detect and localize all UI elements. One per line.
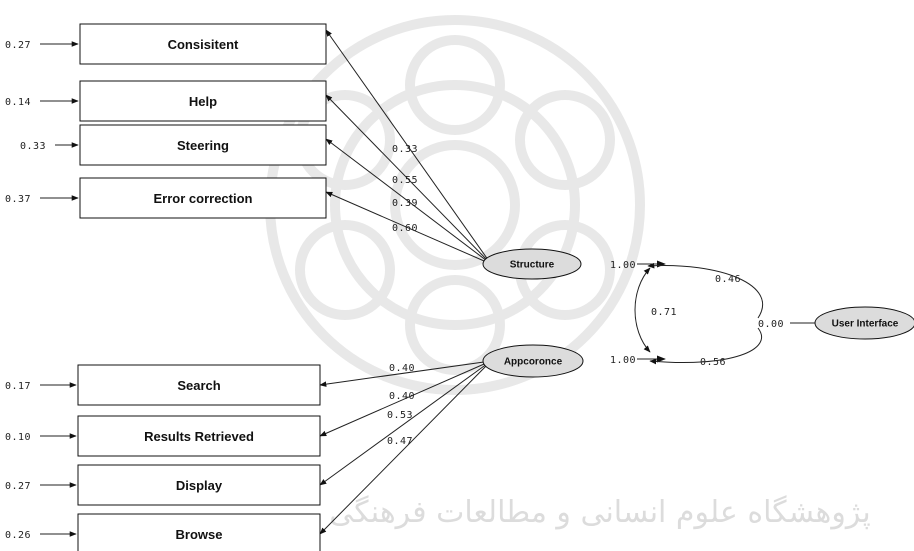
latent-user-interface-label: User Interface	[832, 319, 899, 330]
error-variance-steering: 0.33	[20, 141, 46, 152]
error-variance-display: 0.27	[5, 481, 31, 492]
path-value-ui-structure: 0.46	[715, 274, 741, 285]
loading-value-browse: 0.47	[387, 436, 413, 447]
path-value-ui-appearance: 0.56	[700, 357, 726, 368]
indicator-box-browse	[77, 513, 321, 551]
loading-value-display: 0.53	[387, 410, 413, 421]
loading-arrow-search	[319, 360, 492, 387]
structure-variance: 1.00	[610, 260, 636, 271]
loading-arrow-results-retrieved	[319, 360, 492, 437]
indicator-box-error-correction	[79, 177, 327, 219]
latent-appearance-label: Appcoronce	[504, 357, 563, 368]
loading-value-search: 0.40	[389, 363, 415, 374]
indicator-label-steering: Steering	[177, 138, 229, 153]
watermark-text: پژوهشگاه علوم انسانی و مطالعات فرهنگی	[329, 495, 871, 530]
indicator-label-search: Search	[177, 378, 220, 393]
appearance-variance: 1.00	[610, 355, 636, 366]
loading-arrow-display	[319, 360, 492, 486]
error-variance-search: 0.17	[5, 381, 31, 392]
watermark-logo	[265, 15, 645, 395]
indicator-label-results-retrieved: Results Retrieved	[144, 429, 254, 444]
loading-value-help: 0.55	[392, 175, 418, 186]
loading-value-error-correction: 0.60	[392, 223, 418, 234]
indicator-label-error-correction: Error correction	[154, 191, 253, 206]
indicator-label-consisitent: Consisitent	[168, 37, 239, 52]
error-variance-help: 0.14	[5, 97, 31, 108]
indicator-box-help	[79, 80, 327, 122]
indicator-box-steering	[79, 124, 327, 166]
loading-arrow-error-correction	[325, 191, 492, 265]
loading-arrow-consisitent	[325, 29, 492, 265]
latent-appearance-ellipse	[482, 344, 584, 378]
indicator-label-display: Display	[176, 478, 223, 493]
indicator-box-consisitent	[79, 23, 327, 65]
latent-user-interface-ellipse	[814, 306, 914, 340]
error-variance-error-correction: 0.37	[5, 194, 31, 205]
latent-structure-label: Structure	[510, 260, 555, 271]
loading-arrow-browse	[319, 360, 492, 535]
error-variance-browse: 0.26	[5, 530, 31, 541]
loading-value-consisitent: 0.33	[392, 144, 418, 155]
indicator-box-results-retrieved	[77, 415, 321, 457]
indicator-label-browse: Browse	[176, 527, 223, 542]
loading-value-results-retrieved: 0.40	[389, 391, 415, 402]
indicator-label-help: Help	[189, 94, 217, 109]
indicator-box-search	[77, 364, 321, 406]
covariance-value: 0.71	[651, 307, 677, 318]
loading-arrow-steering	[325, 138, 492, 265]
error-variance-consisitent: 0.27	[5, 40, 31, 51]
loading-value-steering: 0.39	[392, 198, 418, 209]
path-ui-appearance	[649, 327, 763, 365]
path-ui-structure	[647, 262, 764, 319]
covariance-structure-appearance	[634, 267, 651, 353]
indicator-box-display	[77, 464, 321, 506]
latent-structure-ellipse	[482, 248, 582, 280]
error-variance-results-retrieved: 0.10	[5, 432, 31, 443]
user-interface-variance: 0.00	[758, 319, 784, 330]
loading-arrow-help	[325, 94, 492, 265]
